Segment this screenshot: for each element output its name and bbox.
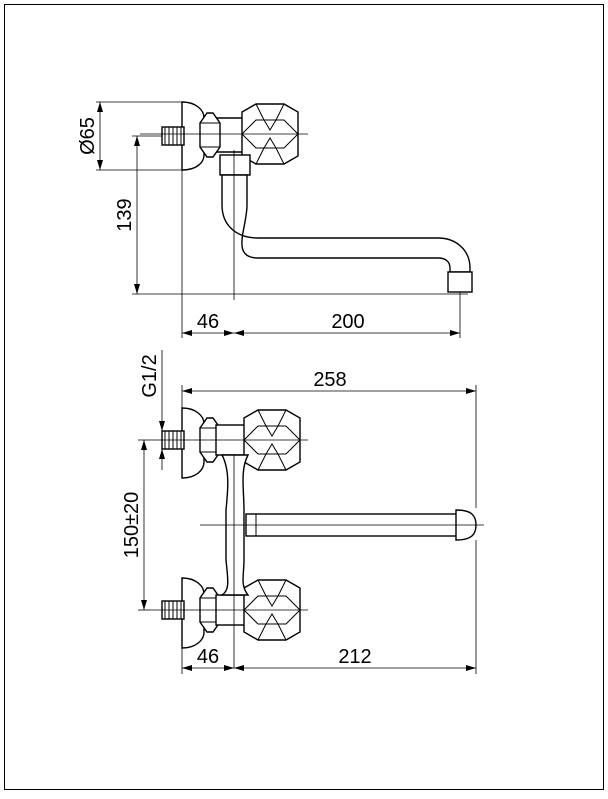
upper-rosette	[181, 407, 205, 479]
sheet-border	[4, 4, 604, 790]
coupling-nut	[199, 112, 221, 158]
offset-label-top: 46	[197, 311, 219, 333]
spout-swivel	[219, 154, 251, 176]
top-view: Ø65 139 46 200	[77, 101, 473, 338]
spout	[221, 174, 471, 273]
lower-rosette	[181, 577, 205, 649]
front-view: G1/2 258 150±20 46 212	[121, 350, 484, 674]
center-distance-label: 150±20	[121, 492, 143, 559]
thread-label: G1/2	[139, 354, 161, 397]
aerator	[447, 271, 473, 293]
height-label: 139	[114, 198, 136, 231]
spout-length-label: 200	[331, 311, 364, 333]
spout-reach-label: 212	[338, 646, 371, 668]
diameter-label: Ø65	[77, 117, 99, 155]
wall-rosette	[181, 101, 205, 171]
offset-label-front: 46	[197, 646, 219, 668]
overall-width-label: 258	[313, 369, 346, 391]
inlet-thread	[161, 126, 185, 146]
